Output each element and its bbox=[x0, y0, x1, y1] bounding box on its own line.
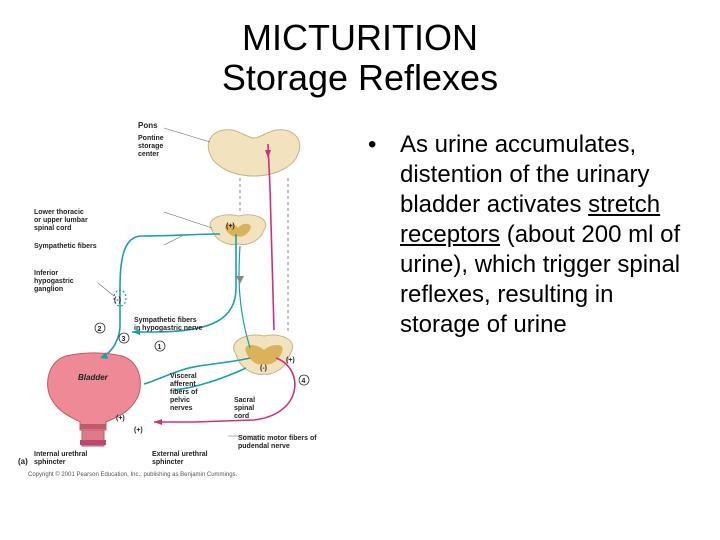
sign-upper-cord: (+) bbox=[226, 223, 235, 230]
micturition-reflex-diagram: Pons Pontine storage center Lower thorac… bbox=[14, 118, 364, 480]
step-2-marker bbox=[94, 322, 106, 334]
label-visc-2: afferent bbox=[170, 381, 196, 388]
label-eus-2: sphincter bbox=[152, 459, 184, 466]
pudendal-nerve-path bbox=[193, 357, 296, 423]
step-2-number: 2 bbox=[98, 326, 102, 333]
step-3-number: 3 bbox=[122, 336, 126, 343]
label-ihg-3: ganglion bbox=[34, 286, 63, 293]
pontine-descending-path bbox=[267, 143, 275, 331]
arrowhead-pons bbox=[265, 150, 271, 158]
label-ihg-1: Inferior bbox=[34, 270, 58, 277]
label-sacral-2: spinal bbox=[234, 405, 254, 412]
bladder-shape bbox=[47, 352, 141, 431]
bullet-text-underlined: stretch receptors bbox=[400, 191, 661, 248]
leader-pons bbox=[163, 127, 211, 143]
label-eus-1: External urethral bbox=[152, 451, 208, 458]
label-bladder: Bladder bbox=[78, 373, 109, 382]
step-4-marker bbox=[298, 374, 310, 386]
bullet-text-end: (about 200 ml of urine), which trigger s… bbox=[400, 221, 681, 338]
upper-cord-grey-matter bbox=[225, 223, 251, 237]
step-1-number: 1 bbox=[158, 344, 162, 351]
label-ihg-2: hypogastric bbox=[34, 278, 74, 285]
label-somatic-1: Somatic motor fibers of bbox=[238, 435, 317, 442]
ascending-afferent-path bbox=[238, 245, 251, 349]
internal-sphincter-shape bbox=[80, 424, 106, 429]
arrowhead-bladder bbox=[100, 352, 108, 359]
label-sacral-3: cord bbox=[234, 413, 249, 420]
label-lower-3: spinal cord bbox=[34, 225, 71, 232]
label-ius-1: Internal urethral bbox=[34, 451, 87, 458]
label-pons: Pons bbox=[138, 121, 158, 130]
sign-external-sphincter: (+) bbox=[134, 427, 143, 434]
diagram-svg: Pons Pontine storage center Lower thorac… bbox=[18, 121, 317, 478]
sign-bladder-neck: (+) bbox=[116, 415, 125, 422]
bullet-text-start: As urine accumulates, distention of the … bbox=[400, 131, 650, 218]
label-sacral-1: Sacral bbox=[234, 397, 255, 404]
label-pontine-2: storage bbox=[138, 143, 163, 150]
label-lower-1: Lower thoracic bbox=[34, 209, 84, 216]
sign-sacral-inhibit: (-) bbox=[260, 365, 267, 372]
arrowhead-pudendal bbox=[154, 419, 162, 425]
pons-section bbox=[207, 129, 301, 177]
bullet-marker: • bbox=[368, 131, 377, 158]
label-copyright: Copyright © 2001 Pearson Education, Inc.… bbox=[28, 471, 238, 478]
step-1-marker bbox=[154, 340, 166, 352]
sympathetic-fibers-path bbox=[119, 233, 221, 328]
step-4-number: 4 bbox=[302, 378, 306, 385]
label-visc-3: fibers of bbox=[170, 389, 198, 396]
step-3-marker bbox=[118, 332, 130, 344]
label-lower-2: or upper lumbar bbox=[34, 217, 88, 224]
ganglion-marker bbox=[113, 289, 127, 307]
label-pontine-3: center bbox=[138, 151, 159, 158]
sign-ganglion: (-) bbox=[114, 297, 121, 304]
label-somatic-2: pudendal nerve bbox=[238, 443, 290, 450]
arrowhead-ascending bbox=[236, 276, 244, 284]
leader-symp bbox=[163, 235, 183, 246]
external-sphincter-shape bbox=[80, 440, 106, 445]
title-line-2: Storage Reflexes bbox=[221, 57, 499, 98]
leader-lower-cord bbox=[163, 211, 213, 229]
hypogastric-nerve-path bbox=[132, 234, 237, 333]
label-symp-hyp-2: in hypogastric nerve bbox=[134, 325, 203, 332]
sacral-cord-grey-matter bbox=[245, 345, 283, 365]
arrowhead-hypogastric bbox=[132, 329, 140, 335]
bullet-text: As urine accumulates, distention of the … bbox=[400, 130, 690, 340]
title-line-1: MICTURITION bbox=[242, 17, 478, 58]
label-visc-4: pelvic bbox=[170, 397, 190, 404]
leader-ganglion bbox=[97, 282, 115, 297]
label-pontine-1: Pontine bbox=[138, 135, 164, 142]
pelvic-nerve-path bbox=[173, 367, 247, 391]
label-visc-1: Visceral bbox=[170, 373, 197, 380]
visceral-afferent-path bbox=[143, 357, 251, 385]
label-panel: (a) bbox=[18, 457, 28, 466]
label-visc-5: nerves bbox=[170, 405, 193, 412]
label-sympathetic-fibers: Sympathetic fibers bbox=[34, 243, 97, 250]
label-symp-hyp-1: Sympathetic fibers bbox=[134, 317, 197, 324]
slide-title: MICTURITION Storage Reflexes bbox=[0, 18, 720, 98]
sign-sacral-right: (+) bbox=[286, 357, 295, 364]
label-ius-2: sphincter bbox=[34, 459, 66, 466]
